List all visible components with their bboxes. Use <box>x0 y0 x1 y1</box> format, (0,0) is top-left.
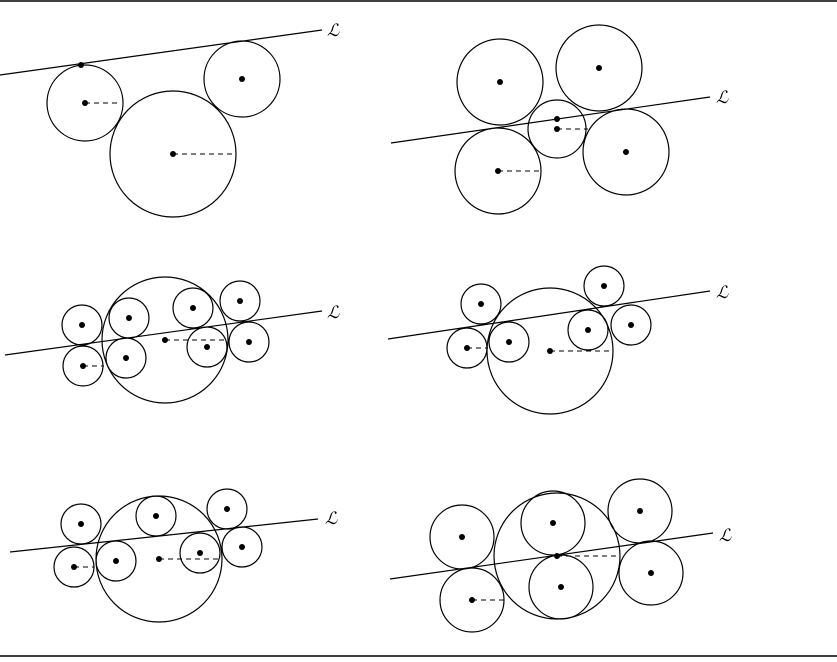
center-dot <box>80 363 86 369</box>
center-dot <box>197 550 203 556</box>
center-dot <box>585 327 591 333</box>
line-label: ℒ <box>719 526 732 546</box>
center-dot <box>628 322 634 328</box>
center-dot <box>478 301 484 307</box>
center-dot <box>170 151 176 157</box>
line-label: ℒ <box>327 303 340 323</box>
center-dot <box>239 76 245 82</box>
center-dot <box>237 298 243 304</box>
center-dot <box>623 149 629 155</box>
line-label: ℒ <box>716 283 729 303</box>
diagram-panel-1: ℒ <box>0 21 340 217</box>
center-dot <box>71 564 77 570</box>
center-dot <box>246 339 252 345</box>
center-dot <box>156 556 162 562</box>
center-dot <box>78 62 84 68</box>
center-dot <box>464 345 470 351</box>
center-dot <box>224 506 230 512</box>
diagram-panel-4: ℒ <box>388 266 729 414</box>
center-dot <box>469 597 475 603</box>
center-dot <box>637 508 643 514</box>
center-dot <box>113 558 119 564</box>
center-dot <box>79 322 85 328</box>
line-l <box>391 97 710 143</box>
line-label: ℒ <box>327 21 340 41</box>
center-dot <box>153 513 159 519</box>
line-l <box>0 30 322 75</box>
center-dot <box>204 344 210 350</box>
center-dot <box>497 79 503 85</box>
line-label: ℒ <box>716 88 729 108</box>
line-l <box>5 311 322 355</box>
line-l <box>388 291 710 339</box>
center-dot <box>162 337 168 343</box>
center-dot <box>550 520 556 526</box>
center-dot <box>554 126 560 132</box>
center-dot <box>82 100 88 106</box>
center-dot <box>239 544 245 550</box>
center-dot <box>648 570 654 576</box>
diagram-panel-5: ℒ <box>10 489 338 622</box>
center-dot <box>558 584 564 590</box>
line-l <box>10 519 318 552</box>
center-dot <box>495 168 501 174</box>
center-dot <box>554 553 560 559</box>
center-dot <box>123 355 129 361</box>
diagram-panel-3: ℒ <box>5 277 340 403</box>
diagram-panel-6: ℒ <box>390 479 732 632</box>
center-dot <box>78 521 84 527</box>
center-dot <box>554 116 560 122</box>
center-dot <box>547 348 553 354</box>
center-dot <box>596 65 602 71</box>
line-l <box>390 533 713 579</box>
diagram-panel-2: ℒ <box>391 25 729 214</box>
center-dot <box>459 534 465 540</box>
center-dot <box>126 315 132 321</box>
center-dot <box>601 283 607 289</box>
line-label: ℒ <box>325 509 338 529</box>
center-dot <box>506 339 512 345</box>
center-dot <box>190 305 196 311</box>
